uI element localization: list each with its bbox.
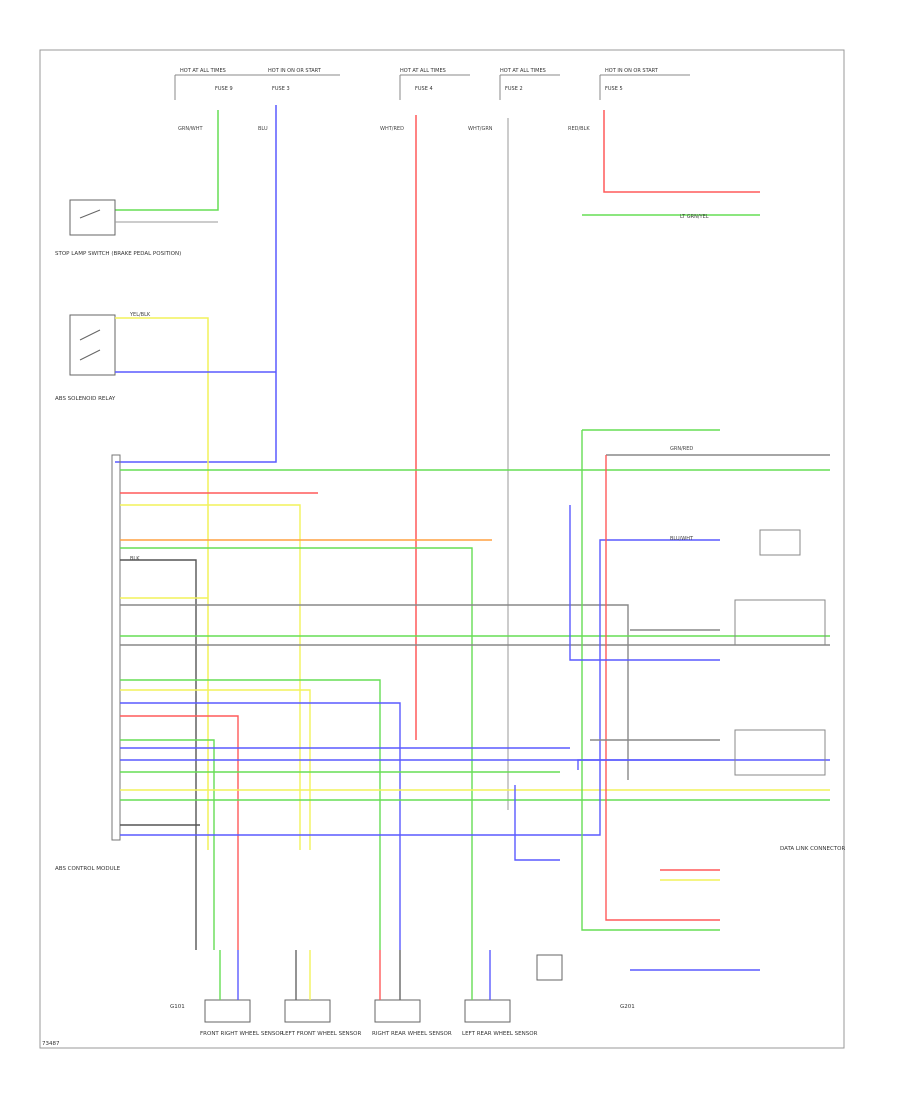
fuse-label-5: HOT IN ON OR START xyxy=(605,68,659,74)
abs-control-module: ABS CONTROL MODULE xyxy=(55,454,121,872)
fuse-sub-5: FUSE 5 xyxy=(605,86,623,92)
label-wht-red: WHT/RED xyxy=(380,126,404,132)
supply-wires xyxy=(115,105,760,810)
fuse-label-1: HOT AT ALL TIMES xyxy=(180,68,226,74)
diagram-frame xyxy=(39,49,845,1049)
wire-blue-supply xyxy=(115,105,277,463)
fuse-sub-3: FUSE 4 xyxy=(415,86,433,92)
fuse-sub-4: FUSE 2 xyxy=(505,86,523,92)
label-wht-grn: WHT/GRN xyxy=(468,126,493,132)
module-wires xyxy=(120,469,830,950)
label-lt-grn-yel: LT GRN/YEL xyxy=(680,214,709,220)
wire-labels: GRN/WHT BLU WHT/RED WHT/GRN RED/BLK LT G… xyxy=(129,126,709,562)
right-components: DATA LINK CONNECTOR xyxy=(734,529,845,852)
relay-label: ABS SOLENOID RELAY xyxy=(55,396,116,402)
fuse-label-3: HOT AT ALL TIMES xyxy=(400,68,446,74)
module-label: ABS CONTROL MODULE xyxy=(55,866,121,872)
stop-lamp-switch: STOP LAMP SWITCH (BRAKE PEDAL POSITION) xyxy=(55,199,218,257)
fuse-sub-1: FUSE 9 xyxy=(215,86,233,92)
right-wires xyxy=(514,214,830,971)
label-yel-blk: YEL/BLK xyxy=(129,312,151,318)
label-blu-wht: BLU/WHT xyxy=(670,536,694,542)
rr-sensor-label: RIGHT REAR WHEEL SENSOR xyxy=(372,1031,452,1037)
abs-solenoid-relay: ABS SOLENOID RELAY xyxy=(55,314,276,850)
label-blk: BLK xyxy=(130,556,140,562)
fr-sensor-label: FRONT RIGHT WHEEL SENSOR xyxy=(200,1031,284,1037)
fuse-sub-2: FUSE 3 xyxy=(272,86,290,92)
label-blu: BLU xyxy=(258,126,268,132)
fuse-headers: HOT AT ALL TIMES HOT IN ON OR START HOT … xyxy=(174,68,690,100)
dlc-label: DATA LINK CONNECTOR xyxy=(780,846,845,852)
fuse-label-2: HOT IN ON OR START xyxy=(268,68,322,74)
stop-switch-label: STOP LAMP SWITCH (BRAKE PEDAL POSITION) xyxy=(55,251,181,257)
ground-label-2: G201 xyxy=(620,1004,635,1010)
wire-red-right xyxy=(603,110,760,193)
fuse-label-4: HOT AT ALL TIMES xyxy=(500,68,546,74)
label-red-blk: RED/BLK xyxy=(568,126,590,132)
fl-sensor-label: LEFT FRONT WHEEL SENSOR xyxy=(282,1031,361,1037)
diagram-id: 73487 xyxy=(42,1041,60,1047)
ground-label-1: G101 xyxy=(170,1004,185,1010)
label-grn-wht: GRN/WHT xyxy=(178,126,203,132)
rl-sensor-label: LEFT REAR WHEEL SENSOR xyxy=(462,1031,538,1037)
wire-green-supply xyxy=(115,110,219,211)
label-grn-red: GRN/RED xyxy=(670,446,693,452)
wheel-sensors: FRONT RIGHT WHEEL SENSOR LEFT FRONT WHEE… xyxy=(170,950,635,1037)
